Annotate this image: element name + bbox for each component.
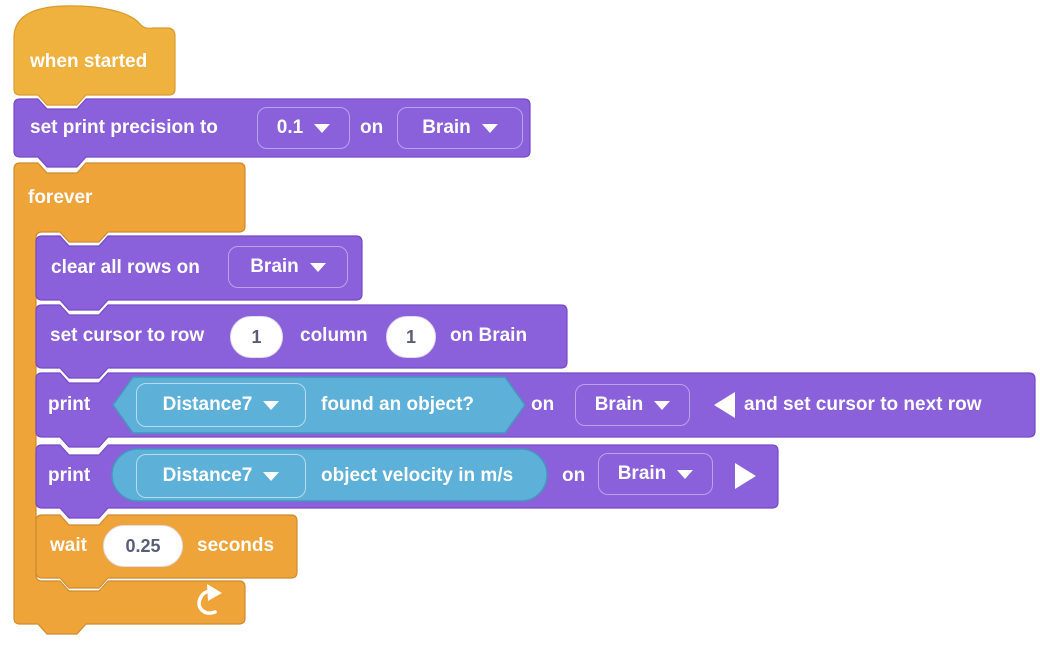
collapse-toggle-icon[interactable] [714,392,735,418]
device-value: Brain [617,463,667,484]
loop-arrow-icon [197,584,222,615]
column-input[interactable]: 1 [386,316,436,358]
device-dropdown[interactable]: Brain [598,453,713,495]
sensor-dropdown[interactable]: Distance7 [136,454,306,498]
device-dropdown[interactable]: Brain [575,384,690,426]
dropdown-arrow-icon [309,262,326,272]
device-value: Brain [250,256,299,277]
expand-toggle-icon[interactable] [735,463,756,489]
row-input[interactable]: 1 [230,316,283,358]
dropdown-arrow-icon [677,469,694,479]
wait-duration-input[interactable]: 0.25 [103,525,183,567]
object-velocity-reporter-shape[interactable] [111,448,548,502]
wait-duration-value: 0.25 [125,535,161,556]
sensor-value: Distance7 [162,394,253,415]
device-value: Brain [594,394,644,415]
device-dropdown[interactable]: Brain [397,107,523,149]
device-value: Brain [422,117,471,138]
dropdown-arrow-icon [263,400,280,410]
dropdown-arrow-icon [314,123,331,133]
found-object-boolean-shape[interactable] [112,376,526,434]
column-value: 1 [405,326,416,347]
sensor-dropdown[interactable]: Distance7 [136,383,306,427]
precision-value: 0.1 [276,117,304,138]
set-cursor-block-shape[interactable] [35,304,568,379]
device-dropdown[interactable]: Brain [228,246,348,288]
sensor-value: Distance7 [162,465,253,486]
dropdown-arrow-icon [263,471,280,481]
dropdown-arrow-icon [654,400,671,410]
when-started-block-shape[interactable] [13,5,176,106]
precision-dropdown[interactable]: 0.1 [257,107,350,149]
clear-rows-block-shape[interactable] [35,235,363,311]
dropdown-arrow-icon [481,123,498,133]
row-value: 1 [251,326,262,347]
